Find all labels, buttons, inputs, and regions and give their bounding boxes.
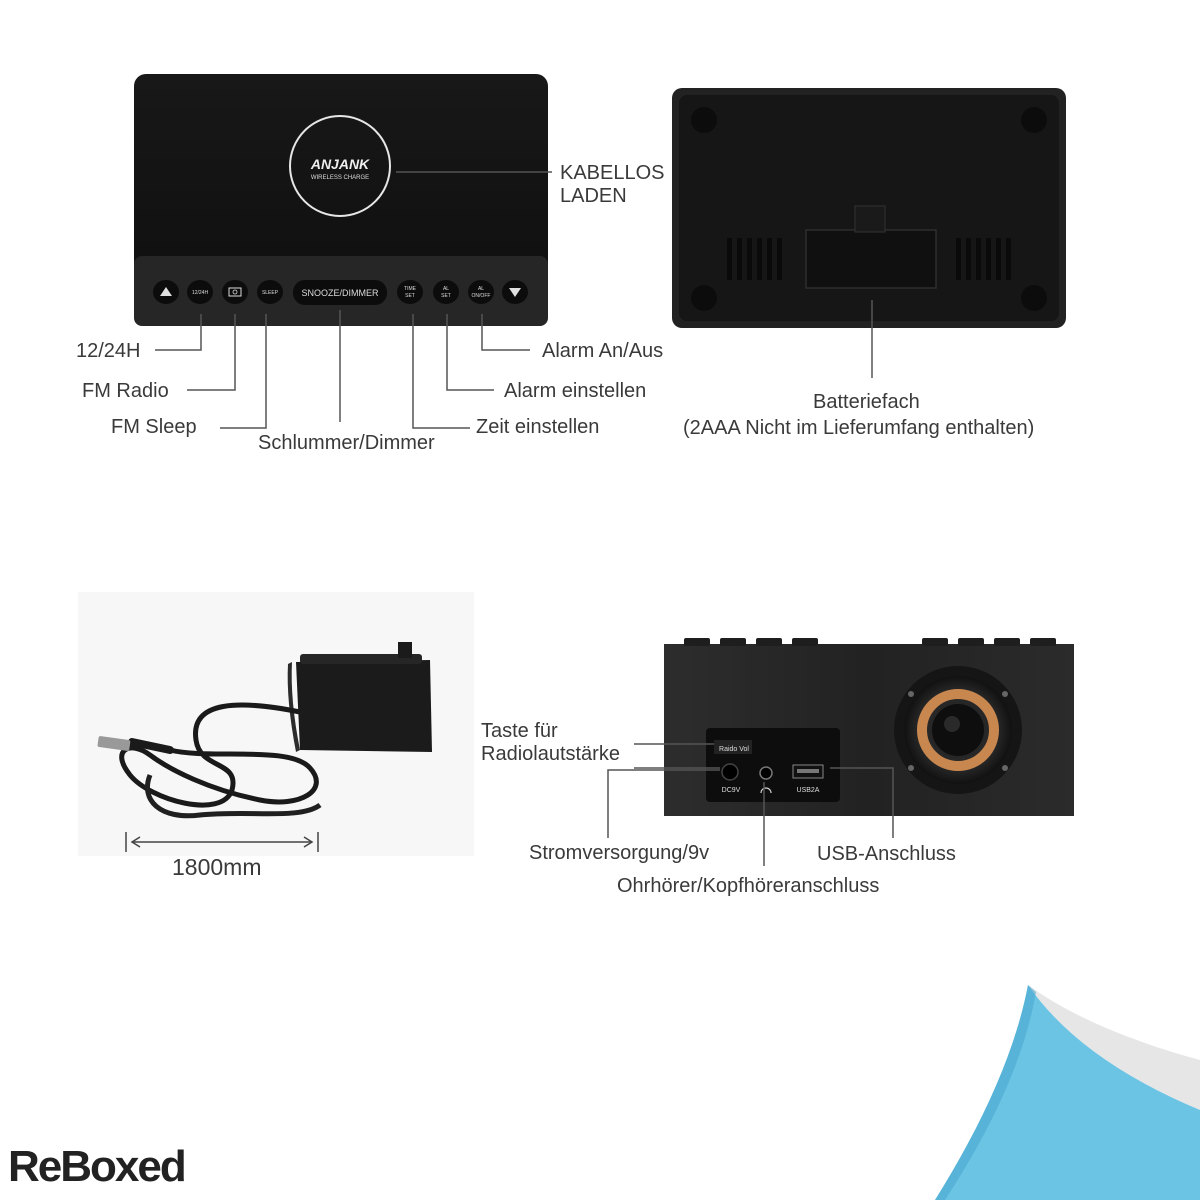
svg-text:TIME: TIME bbox=[404, 286, 417, 292]
label-usb-port: USB-Anschluss bbox=[817, 843, 956, 865]
vent-left bbox=[727, 238, 782, 280]
radio-icon bbox=[228, 287, 242, 297]
rubber-foot bbox=[1021, 107, 1047, 133]
sleep-button[interactable]: SLEEP bbox=[257, 280, 283, 304]
svg-text:SLEEP: SLEEP bbox=[262, 290, 279, 296]
adapter-cable bbox=[119, 702, 319, 808]
vent-right bbox=[956, 238, 1011, 280]
snooze-dimmer-button[interactable]: SNOOZE/DIMMER bbox=[293, 280, 387, 305]
dc-text: DC9V bbox=[722, 787, 741, 794]
adapter-plug-pin bbox=[398, 642, 412, 658]
label-headphone-jack: Ohrhörer/Kopfhöreranschluss bbox=[617, 875, 880, 897]
label-fm-sleep: FM Sleep bbox=[111, 416, 197, 438]
dc-plug-tip bbox=[97, 736, 131, 751]
speaker-cone bbox=[932, 704, 984, 756]
speaker-copper-ring bbox=[917, 689, 999, 771]
battery-latch bbox=[854, 205, 886, 233]
button-12-24h[interactable]: 12/24H bbox=[187, 280, 213, 304]
arrow-down-icon bbox=[509, 288, 521, 297]
label-snooze-dimmer: Schlummer/Dimmer bbox=[258, 432, 435, 454]
svg-text:ON/OFF: ON/OFF bbox=[472, 293, 491, 299]
power-adapter bbox=[78, 592, 474, 856]
svg-text:SET: SET bbox=[405, 293, 415, 299]
label-radio-vol-2: Radiolautstärke bbox=[481, 743, 620, 765]
clock-rear-view: Raido Vol DC9V USB2A bbox=[607, 638, 1074, 866]
front-leader-lines bbox=[155, 171, 552, 429]
up-button[interactable] bbox=[153, 280, 179, 304]
down-button[interactable] bbox=[502, 280, 528, 304]
rubber-foot bbox=[691, 107, 717, 133]
wireless-charge-ring bbox=[289, 115, 391, 217]
clock-bottom-view bbox=[672, 88, 1066, 378]
page-curl-decoration bbox=[935, 985, 1200, 1200]
brand-logo-text: ANJANK bbox=[310, 156, 370, 172]
headphone-icon bbox=[760, 787, 772, 794]
svg-text:AL: AL bbox=[478, 286, 484, 292]
rubber-foot bbox=[691, 285, 717, 311]
length-dimension bbox=[125, 832, 319, 852]
radio-vol-text: Raido Vol bbox=[719, 746, 749, 753]
usb-text: USB2A bbox=[797, 787, 820, 794]
label-battery-2: (2AAA Nicht im Lieferumfang enthalten) bbox=[683, 417, 1035, 439]
clock-front-view: ANJANK WIRELESS CHARGE 12/24H SLEEP SNOO… bbox=[134, 74, 552, 429]
label-fm-radio: FM Radio bbox=[82, 380, 169, 402]
radio-vol-button[interactable] bbox=[714, 740, 752, 754]
label-wireless-charging-2: LADEN bbox=[560, 185, 627, 207]
label-wireless-charging-1: KABELLOS bbox=[560, 162, 665, 184]
svg-text:SNOOZE/DIMMER: SNOOZE/DIMMER bbox=[301, 288, 379, 298]
time-set-button[interactable]: TIME SET bbox=[397, 280, 423, 304]
fm-radio-button[interactable] bbox=[222, 280, 248, 304]
label-alarm-set: Alarm einstellen bbox=[504, 380, 647, 402]
svg-text:12/24H: 12/24H bbox=[192, 290, 209, 296]
label-cable-length: 1800mm bbox=[172, 854, 262, 880]
svg-text:SET: SET bbox=[441, 293, 451, 299]
rear-leader-lines bbox=[607, 743, 894, 866]
svg-text:AL: AL bbox=[443, 286, 449, 292]
battery-cover bbox=[805, 229, 937, 289]
label-time-set: Zeit einstellen bbox=[476, 416, 600, 438]
label-radio-vol-1: Taste für bbox=[481, 720, 558, 742]
rubber-foot bbox=[1021, 285, 1047, 311]
top-button-row bbox=[684, 638, 1056, 646]
dc-jack[interactable] bbox=[721, 763, 739, 781]
headphone-jack[interactable] bbox=[759, 766, 773, 780]
label-battery-1: Batteriefach bbox=[813, 391, 920, 413]
brand-sub-text: WIRELESS CHARGE bbox=[311, 175, 369, 181]
label-power-supply: Stromversorgung/9v bbox=[529, 842, 710, 864]
adapter-body bbox=[296, 660, 432, 752]
reboxed-logo: ReBoxed bbox=[8, 1142, 187, 1191]
alarm-set-button[interactable]: AL SET bbox=[433, 280, 459, 304]
label-alarm-onoff: Alarm An/Aus bbox=[542, 340, 664, 362]
label-12-24h: 12/24H bbox=[76, 340, 141, 362]
alarm-onoff-button[interactable]: AL ON/OFF bbox=[468, 280, 494, 304]
arrow-up-icon bbox=[160, 287, 172, 296]
